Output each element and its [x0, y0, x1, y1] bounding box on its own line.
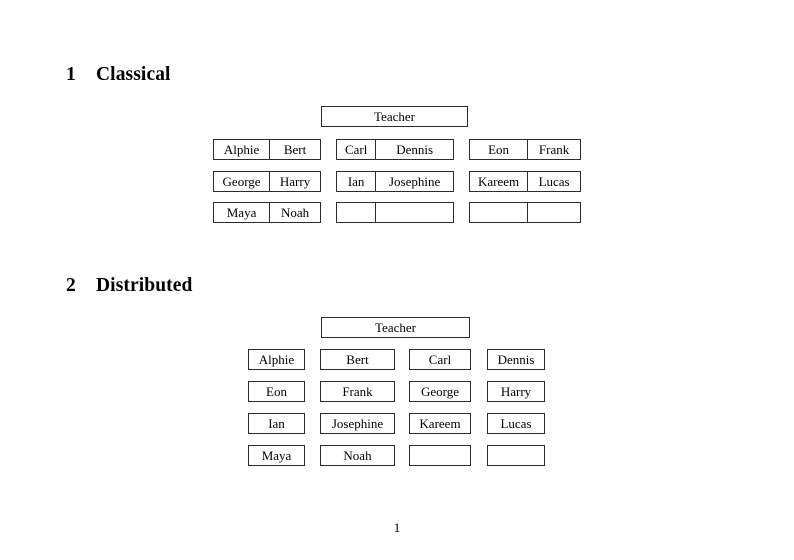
student-pair-group: Carl Dennis [336, 139, 454, 160]
section-title: Distributed [96, 275, 193, 296]
student-pair-group [336, 202, 454, 223]
teacher-box: Teacher [321, 106, 468, 127]
student-box: Lucas [487, 413, 545, 434]
section-number: 2 [66, 275, 76, 296]
section-heading-classical: 1 Classical [66, 64, 171, 86]
student-cell: Kareem [478, 174, 520, 189]
student-box: Kareem [409, 413, 471, 434]
student-box: Harry [487, 381, 545, 402]
student-cell: Alphie [223, 142, 260, 157]
student-pair-group: Eon Frank [469, 139, 581, 160]
student-cell: Frank [527, 140, 580, 159]
section-heading-distributed: 2 Distributed [66, 275, 192, 297]
student-box: Dennis [487, 349, 545, 370]
student-cell: George [222, 174, 261, 189]
empty-student-box [487, 445, 545, 466]
student-box: Alphie [248, 349, 305, 370]
student-box: Noah [320, 445, 395, 466]
student-pair-group: Maya Noah [213, 202, 321, 223]
student-box: Frank [320, 381, 395, 402]
empty-student-cell [527, 203, 580, 222]
page-number: 1 [393, 520, 401, 535]
empty-student-cell [470, 203, 527, 222]
section-number: 1 [66, 64, 76, 85]
empty-student-cell [337, 203, 375, 222]
student-cell: Carl [344, 142, 368, 157]
student-cell: Maya [226, 205, 257, 220]
student-cell: Lucas [527, 172, 580, 191]
student-cell: Josephine [375, 172, 453, 191]
student-box: Maya [248, 445, 305, 466]
student-cell: Noah [269, 203, 320, 222]
teacher-box: Teacher [321, 317, 470, 338]
student-pair-group: Kareem Lucas [469, 171, 581, 192]
student-box: Josephine [320, 413, 395, 434]
student-cell: Ian [347, 174, 365, 189]
empty-student-cell [375, 203, 453, 222]
student-pair-group [469, 202, 581, 223]
student-box: Carl [409, 349, 471, 370]
student-box: George [409, 381, 471, 402]
student-cell: Eon [488, 142, 510, 157]
student-pair-group: George Harry [213, 171, 321, 192]
section-title: Classical [96, 64, 171, 85]
empty-student-box [409, 445, 471, 466]
student-pair-group: Alphie Bert [213, 139, 321, 160]
student-cell: Dennis [375, 140, 453, 159]
student-box: Bert [320, 349, 395, 370]
student-cell: Bert [269, 140, 320, 159]
student-cell: Harry [269, 172, 320, 191]
student-box: Ian [248, 413, 305, 434]
student-pair-group: Ian Josephine [336, 171, 454, 192]
student-box: Eon [248, 381, 305, 402]
